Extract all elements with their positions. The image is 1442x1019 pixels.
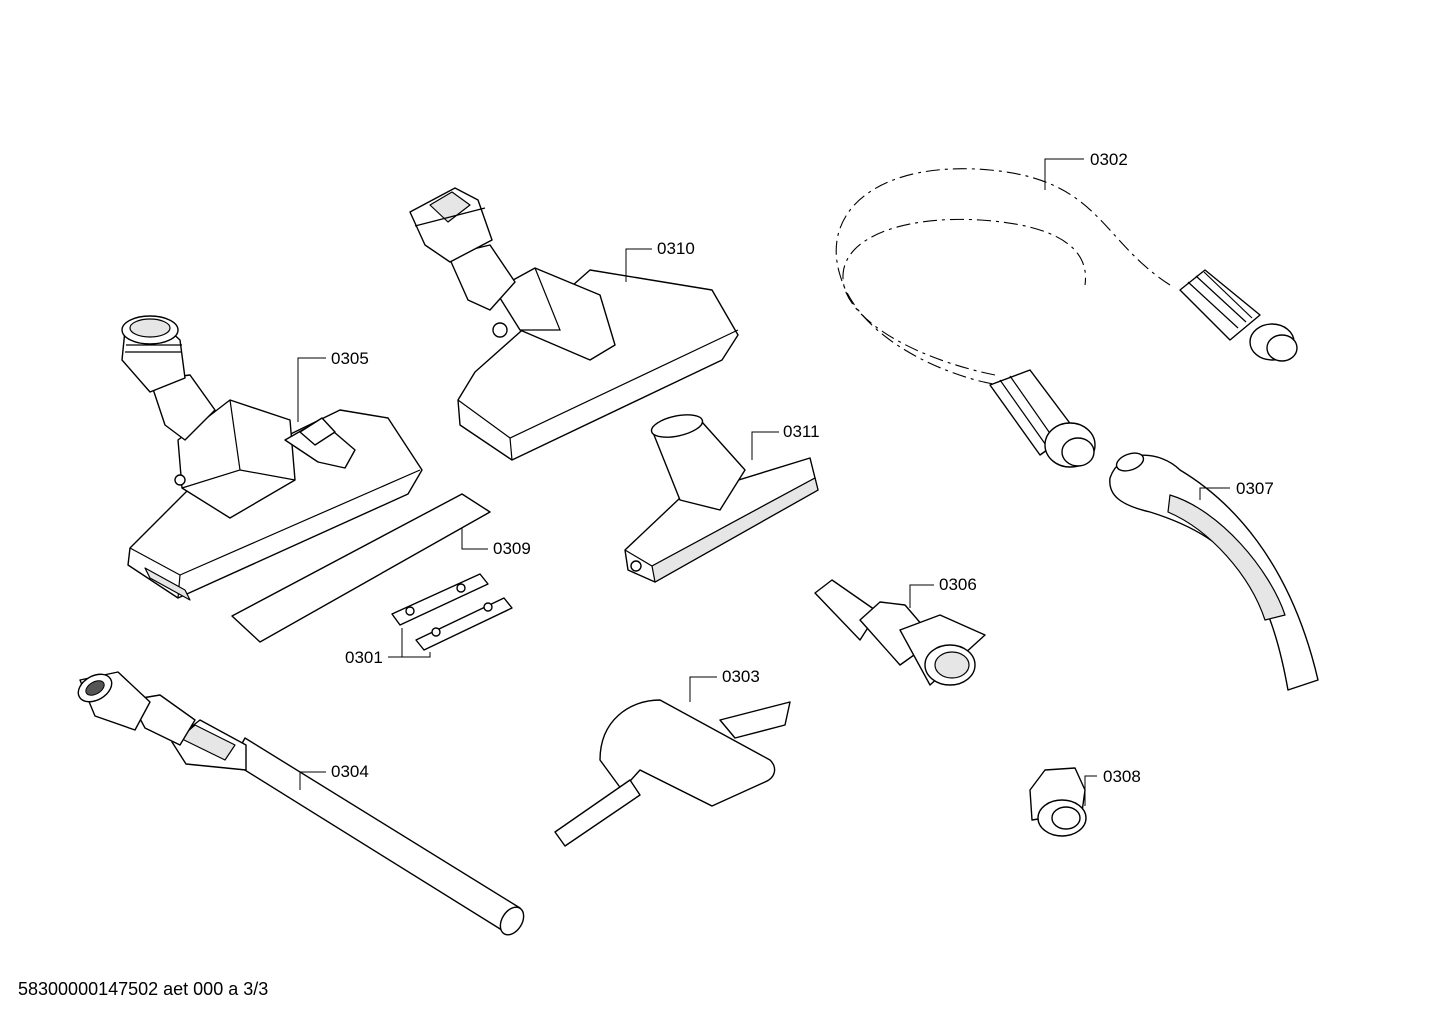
leader-0308 bbox=[1084, 775, 1097, 806]
label-0307: 0307 bbox=[1236, 479, 1274, 498]
label-0305: 0305 bbox=[331, 349, 369, 368]
leader-0303 bbox=[689, 676, 717, 702]
leader-0301b bbox=[402, 652, 431, 658]
floor-nozzle-0305 bbox=[121, 315, 423, 601]
leader-0310 bbox=[625, 248, 652, 282]
label-0306: 0306 bbox=[939, 575, 977, 594]
leader-0301a bbox=[388, 628, 403, 658]
label-0309: 0309 bbox=[493, 539, 531, 558]
label-0301: 0301 bbox=[345, 648, 383, 667]
label-0310: 0310 bbox=[657, 239, 695, 258]
leader-0302 bbox=[1044, 158, 1084, 190]
floor-nozzle-0310 bbox=[409, 187, 739, 461]
telescopic-tube-0304 bbox=[77, 671, 525, 936]
label-0302: 0302 bbox=[1090, 150, 1128, 169]
leader-0304 bbox=[299, 771, 326, 790]
label-0308: 0308 bbox=[1103, 767, 1141, 786]
brush-0306 bbox=[814, 579, 986, 686]
crevice-tool-0303 bbox=[554, 699, 791, 847]
strip-0309 bbox=[231, 493, 491, 643]
clips-0301 bbox=[391, 573, 513, 651]
label-0304: 0304 bbox=[331, 762, 369, 781]
leader-0309 bbox=[461, 528, 488, 550]
upholstery-nozzle-0311 bbox=[624, 414, 819, 583]
drawing-code: 58300000147502 aet 000 a 3/3 bbox=[18, 979, 269, 999]
leader-0305 bbox=[297, 357, 326, 422]
leader-0307 bbox=[1199, 487, 1230, 500]
label-0311: 0311 bbox=[783, 422, 820, 441]
leader-0306 bbox=[909, 584, 934, 608]
hose-0302 bbox=[835, 168, 1298, 468]
label-0303: 0303 bbox=[722, 667, 760, 686]
handle-0307 bbox=[1109, 452, 1319, 691]
holder-0308 bbox=[1029, 767, 1087, 837]
leader-0311 bbox=[751, 431, 779, 460]
